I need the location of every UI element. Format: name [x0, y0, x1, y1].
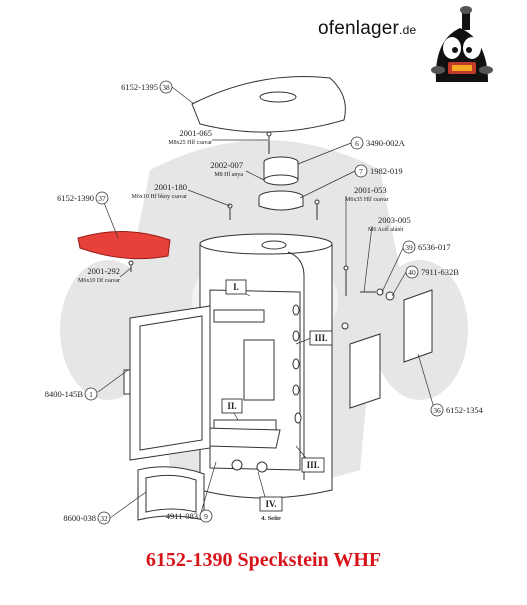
callout-num-40: 40 [408, 268, 416, 277]
section-label-ii: II. [227, 401, 236, 411]
mascot-logo [431, 6, 493, 82]
part-2001-053: 2001-053 [354, 185, 387, 195]
desc-2001-292: M6x10 Df csavar [78, 277, 120, 284]
callout-num-36: 36 [433, 406, 441, 415]
part-6152-1395: 6152-1395 [121, 82, 158, 92]
side-panels [349, 289, 433, 409]
callout-num-37: 37 [98, 194, 106, 203]
leader-lines [97, 86, 435, 519]
desc-2002-007: M8 Hl anya [214, 172, 243, 178]
callout-circles [84, 80, 444, 525]
part-1982-019: 1982-019 [370, 166, 403, 176]
ash-drawer-door [137, 466, 205, 521]
callout-num-7: 7 [359, 167, 363, 176]
stove-door [123, 305, 211, 461]
part-2002-007: 2002-007 [210, 160, 243, 170]
part-2001-065: 2001-065 [179, 128, 212, 138]
part-3490-002A: 3490-002A [366, 138, 406, 148]
highlighted-soapstone-part [77, 231, 171, 260]
part-8600-038: 8600-038 [63, 513, 96, 523]
part-6152-1390: 6152-1390 [57, 193, 94, 203]
section-label-iii-upper: III. [315, 333, 328, 343]
brand-logo-text: ofenlager.de [318, 18, 416, 40]
callout-num-38: 38 [162, 83, 170, 92]
callout-num-9: 9 [204, 512, 208, 521]
top-cover-plate [191, 76, 346, 133]
section-boxes [221, 279, 333, 512]
part-7911-632B: 7911-632B [421, 267, 459, 277]
callout-num-39: 39 [405, 243, 413, 252]
part-8400-145B: 8400-145B [45, 389, 84, 399]
brand-name: ofenlager [318, 18, 400, 39]
bolts [128, 131, 395, 330]
part-2001-292: 2001-292 [87, 266, 120, 276]
section-label-i: I. [233, 282, 239, 292]
brand-tld: .de [399, 23, 417, 37]
section-label-iv: IV. [265, 499, 276, 509]
part-caption: 6152-1390 Speckstein WHF [145, 549, 382, 571]
part-2003-005: 2003-005 [378, 215, 411, 225]
stove-body [199, 233, 333, 499]
flue-collar [258, 156, 304, 211]
section-label-iii-lower: III. [307, 460, 320, 470]
part-4911-083: 4911-083 [166, 511, 198, 521]
desc-2001-065: M8x25 Hlf csavar [168, 139, 212, 146]
part-6536-017: 6536-017 [418, 242, 451, 252]
desc-2001-053: M6x35 Hlf csavar [345, 196, 389, 203]
part-2001-180: 2001-180 [154, 182, 187, 192]
part-6152-1354: 6152-1354 [446, 405, 484, 415]
callout-num-32: 32 [100, 514, 108, 523]
callout-num-6: 6 [355, 139, 359, 148]
desc-2001-180: M6x10 Hf bkny csavar [132, 193, 188, 200]
desc-2003-005: M6 Acél alátét [368, 227, 404, 233]
section-label-iv-side: 4. Seite [261, 515, 281, 522]
callout-num-1: 1 [89, 390, 93, 399]
